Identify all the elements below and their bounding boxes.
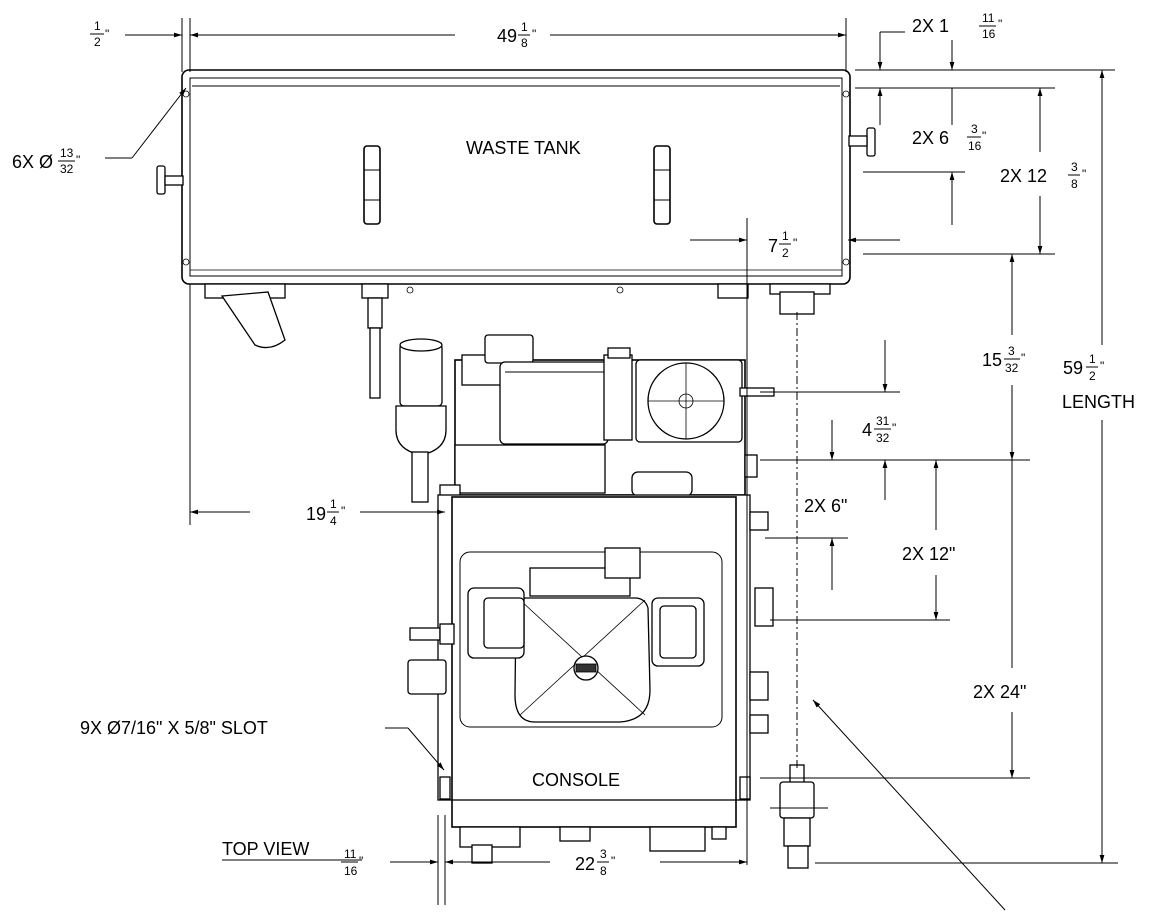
svg-text:3: 3	[600, 847, 607, 861]
svg-text:59: 59	[1063, 358, 1083, 378]
tank-valve-left	[156, 165, 184, 195]
svg-text:": "	[982, 129, 986, 143]
svg-text:11: 11	[982, 11, 995, 25]
svg-text:": "	[532, 27, 536, 41]
dim-2x12: 2X 12"	[902, 544, 955, 564]
svg-text:8: 8	[521, 36, 528, 50]
dim-fifteen: 15 3 32 "	[982, 344, 1025, 375]
svg-text:2: 2	[782, 246, 789, 260]
svg-text:31: 31	[876, 414, 890, 428]
svg-text:32: 32	[1005, 361, 1019, 375]
svg-text:16: 16	[344, 864, 358, 878]
svg-text:7: 7	[768, 236, 778, 256]
svg-text:32: 32	[60, 162, 74, 176]
dim-nineteen: 19 1 4 "	[306, 497, 345, 528]
svg-text:": "	[359, 854, 363, 868]
svg-text:8: 8	[1071, 177, 1078, 191]
dim-width-top: 49 1 8 "	[497, 20, 536, 50]
svg-text:16: 16	[982, 27, 996, 41]
svg-text:": "	[1100, 359, 1104, 373]
top-view-label: TOP VIEW	[222, 839, 309, 859]
svg-text:2X 12: 2X 12	[1000, 166, 1047, 186]
engine-assembly	[395, 334, 775, 516]
svg-text:6X Ø: 6X Ø	[12, 152, 53, 172]
svg-text:19: 19	[306, 504, 326, 524]
svg-text:1: 1	[330, 497, 337, 511]
svg-text:1: 1	[782, 229, 789, 243]
svg-text:1: 1	[1089, 352, 1096, 366]
svg-text:13: 13	[60, 146, 74, 160]
svg-text:1: 1	[521, 20, 528, 34]
svg-text:": "	[105, 27, 109, 41]
svg-text:22: 22	[575, 854, 595, 874]
console-label: CONSOLE	[532, 770, 620, 790]
svg-text:2: 2	[94, 35, 101, 49]
dim-half: 1 2 "	[90, 19, 109, 49]
tank-handle-left	[363, 145, 381, 225]
svg-text:": "	[793, 236, 797, 250]
tank-handle-right	[653, 145, 671, 225]
svg-text:": "	[892, 421, 896, 435]
svg-text:1: 1	[94, 19, 101, 33]
svg-text:49: 49	[497, 26, 517, 46]
svg-text:": "	[1021, 351, 1025, 365]
svg-text:4: 4	[330, 514, 337, 528]
svg-text:16: 16	[968, 139, 982, 153]
svg-text:2: 2	[1089, 369, 1096, 383]
dim-top-offset: 2X 1 11 16 "	[912, 11, 1002, 41]
svg-text:11: 11	[344, 847, 357, 861]
svg-text:": "	[611, 854, 615, 868]
svg-text:32: 32	[876, 431, 890, 445]
svg-text:2X 6: 2X 6	[912, 128, 949, 148]
dim-four: 4 31 32 "	[862, 414, 896, 445]
svg-text:15: 15	[982, 350, 1002, 370]
svg-text:4: 4	[862, 420, 872, 440]
dim-twenty-two: 22 3 8 "	[575, 847, 615, 878]
length-label: LENGTH	[1062, 392, 1135, 412]
dim-seven-half: 7 1 2 "	[768, 229, 797, 260]
svg-text:8: 8	[600, 864, 607, 878]
dim-2x6: 2X 6"	[804, 496, 847, 516]
svg-text:2X 1: 2X 1	[912, 16, 949, 36]
dim-2x24: 2X 24"	[973, 682, 1026, 702]
svg-text:": "	[1082, 167, 1086, 181]
slot-callout: 9X Ø7/16" X 5/8" SLOT	[80, 718, 268, 738]
svg-text:": "	[341, 504, 345, 518]
tank-valve-right	[848, 127, 876, 157]
dimension-lines	[105, 18, 1118, 911]
svg-text:": "	[998, 17, 1002, 31]
svg-text:": "	[76, 153, 80, 167]
dim-hole-diameter: 6X Ø 13 32 "	[12, 146, 80, 176]
svg-text:3: 3	[1071, 160, 1078, 174]
console	[407, 494, 828, 869]
dim-eleven-sixteenth: 11 16 "	[341, 847, 363, 878]
svg-text:3: 3	[1008, 344, 1015, 358]
svg-text:3: 3	[971, 122, 978, 136]
waste-tank-label: WASTE TANK	[466, 138, 581, 158]
dim-inner-2x6: 2X 6 3 16 "	[912, 122, 986, 153]
dim-length-total: 59 1 2 " LENGTH	[1062, 352, 1135, 412]
dim-inner-2x12: 2X 12 3 8 "	[1000, 160, 1086, 191]
annotations: WASTE TANK CONSOLE TOP VIEW 9X Ø7/16" X …	[12, 11, 1135, 878]
waste-tank	[156, 69, 876, 399]
